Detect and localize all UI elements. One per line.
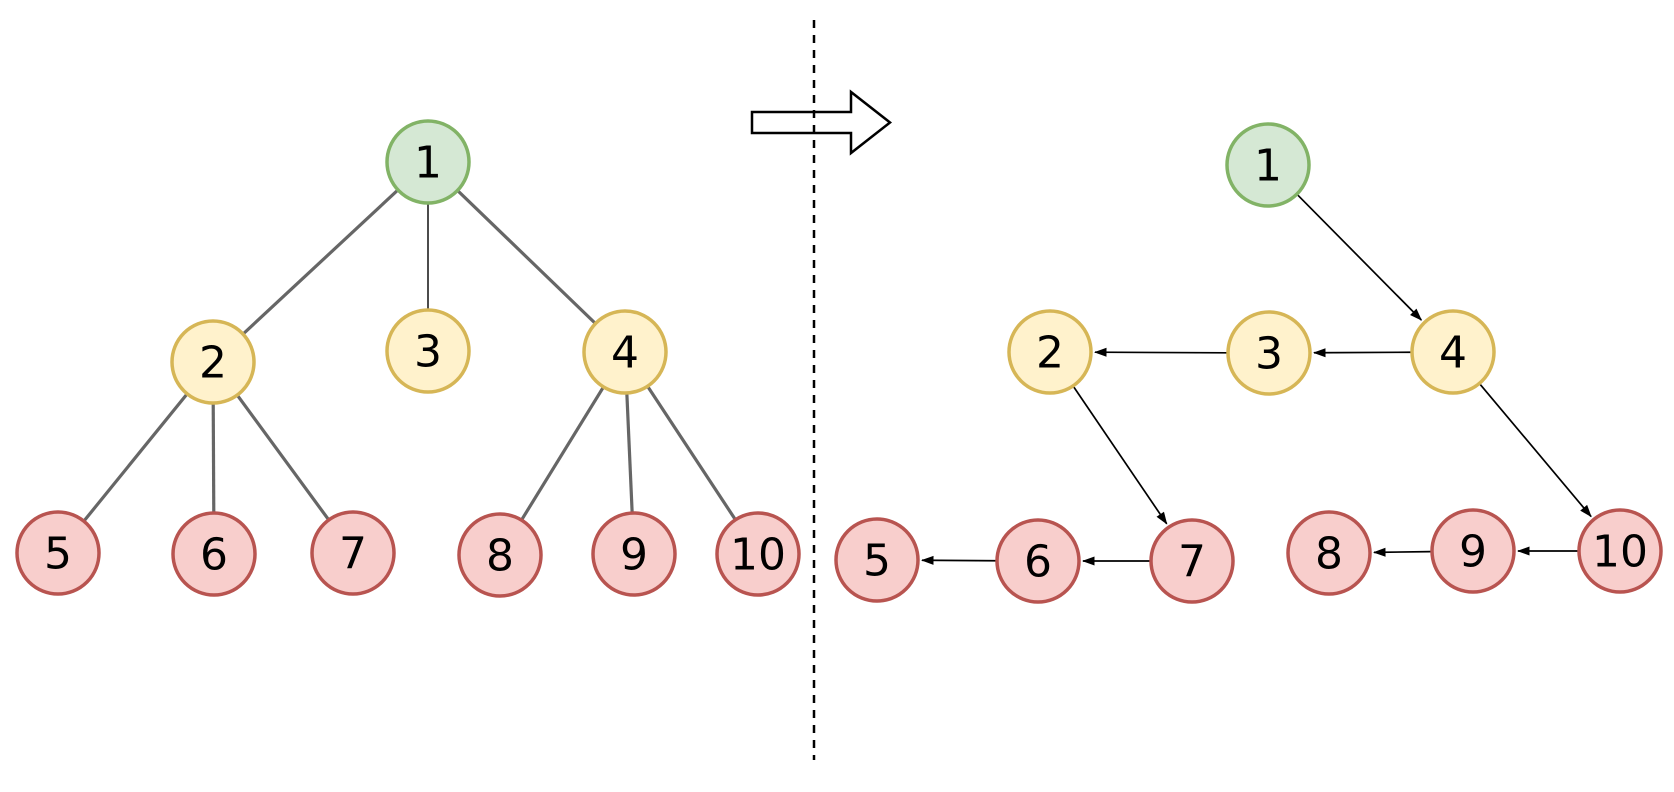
tree-node-circle-5 [15,510,101,596]
linked-node-label-8: 8 [1315,528,1343,579]
tree-node-circle-3 [385,308,471,394]
tree-node-circle-10 [715,511,801,597]
linked-node-label-6: 6 [1024,536,1052,587]
tree-node-label-10: 10 [730,529,786,580]
linked-node-4: 4 [1410,309,1496,395]
linked-node-circle-10 [1577,508,1663,594]
linked-node-label-9: 9 [1459,526,1487,577]
tree-node-circle-8 [457,512,543,598]
linked-node-5: 5 [834,517,920,603]
right-graph-nodes: 1 2 3 4 5 6 7 8 9 10 [834,122,1663,604]
tree-node-circle-7 [310,510,396,596]
tree-node-label-7: 7 [339,528,367,579]
arrow-1-4 [1297,194,1423,321]
linked-node-circle-2 [1007,309,1093,395]
arrow-9-8 [1372,547,1431,557]
tree-node-circle-2 [170,319,256,405]
tree-edge-1-2 [211,160,430,364]
arrow-4-3 [1312,348,1411,358]
linked-node-1: 1 [1225,122,1311,208]
tree-node-circle-6 [171,511,257,597]
arrow-4-10 [1479,384,1592,518]
tree-node-circle-9 [591,511,677,597]
tree-node-2: 2 [170,319,256,405]
linked-node-label-4: 4 [1439,327,1467,378]
tree-node-label-4: 4 [611,327,639,378]
linked-node-label-3: 3 [1255,328,1283,379]
tree-node-5: 5 [15,510,101,596]
linked-node-6: 6 [995,518,1081,604]
tree-node-circle-4 [582,309,668,395]
right-graph-arrows [920,194,1592,566]
linked-node-label-2: 2 [1036,327,1064,378]
linked-node-8: 8 [1286,510,1372,596]
tree-node-1: 1 [385,119,471,205]
linked-node-label-5: 5 [863,535,891,586]
linked-node-3: 3 [1226,310,1312,396]
tree-node-6: 6 [171,511,257,597]
tree-node-4: 4 [582,309,668,395]
linked-node-10: 10 [1577,508,1663,594]
tree-node-10: 10 [715,511,801,597]
tree-node-label-3: 3 [414,326,442,377]
linked-node-circle-4 [1410,309,1496,395]
tree-node-7: 7 [310,510,396,596]
linked-node-circle-5 [834,517,920,603]
tree-node-label-6: 6 [200,529,228,580]
linked-node-circle-6 [995,518,1081,604]
tree-node-label-2: 2 [199,337,227,388]
linked-node-label-7: 7 [1178,536,1206,587]
linked-node-circle-3 [1226,310,1312,396]
arrow-3-2 [1093,347,1227,357]
linked-node-7: 7 [1149,518,1235,604]
tree-node-8: 8 [457,512,543,598]
tree-node-3: 3 [385,308,471,394]
tree-node-label-9: 9 [620,529,648,580]
arrow-2-7 [1073,386,1168,525]
linked-node-label-1: 1 [1254,140,1282,191]
linked-node-circle-1 [1225,122,1311,208]
tree-edge-1-4 [426,160,627,354]
linked-node-circle-9 [1430,508,1516,594]
linked-node-2: 2 [1007,309,1093,395]
linked-node-9: 9 [1430,508,1516,594]
tree-node-label-5: 5 [44,528,72,579]
linked-node-label-10: 10 [1592,526,1648,577]
tree-node-circle-1 [385,119,471,205]
tree-node-label-8: 8 [486,530,514,581]
left-tree-nodes: 1 2 3 4 5 6 7 8 9 10 [15,119,801,598]
tree-node-label-1: 1 [414,137,442,188]
linked-node-circle-7 [1149,518,1235,604]
transform-arrow-icon [750,89,893,156]
linked-node-circle-8 [1286,510,1372,596]
tree-node-9: 9 [591,511,677,597]
